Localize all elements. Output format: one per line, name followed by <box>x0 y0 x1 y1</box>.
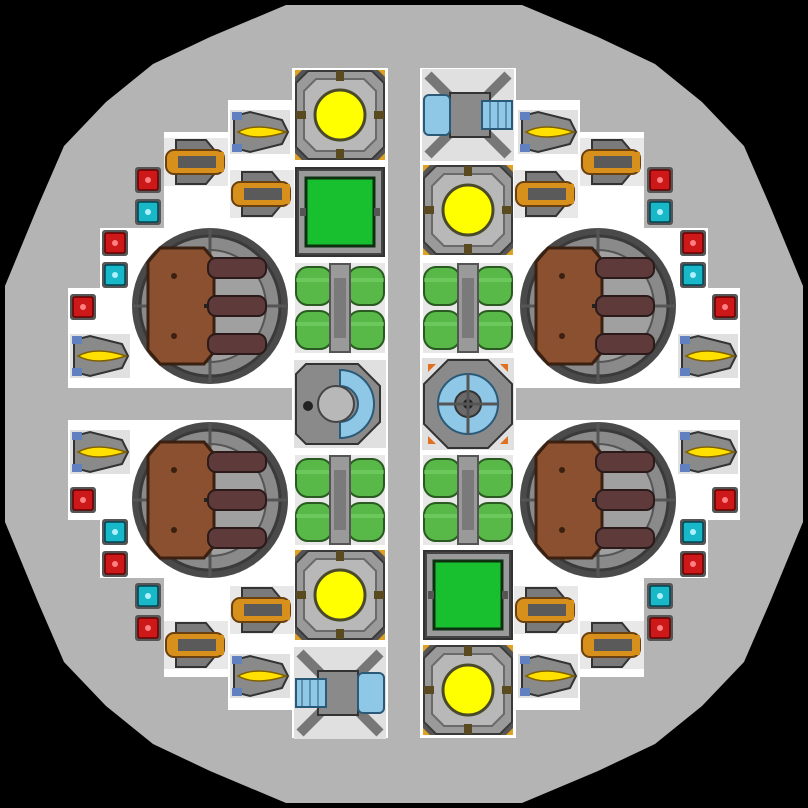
reactor-icon[interactable] <box>421 643 515 737</box>
thruster-icon[interactable] <box>229 585 295 635</box>
cyan-module-icon[interactable] <box>134 582 162 610</box>
reactor-icon[interactable] <box>293 548 387 642</box>
shield-generator-icon[interactable] <box>294 360 386 448</box>
engine-icon[interactable] <box>422 69 514 161</box>
cyan-module-icon[interactable] <box>646 198 674 226</box>
hull-divider <box>397 60 411 750</box>
red-module-icon[interactable] <box>711 293 739 321</box>
laser-icon[interactable] <box>517 653 579 699</box>
engine-icon[interactable] <box>294 647 386 739</box>
red-module-icon[interactable] <box>646 166 674 194</box>
deck-gap-left <box>68 388 292 420</box>
laser-icon[interactable] <box>677 333 739 379</box>
laser-icon[interactable] <box>517 109 579 155</box>
reactor-icon[interactable] <box>293 68 387 162</box>
cyan-module-icon[interactable] <box>134 198 162 226</box>
thruster-icon[interactable] <box>513 585 579 635</box>
red-module-icon[interactable] <box>101 229 129 257</box>
thruster-icon[interactable] <box>229 169 295 219</box>
green-block-icon[interactable] <box>293 165 387 259</box>
red-module-icon[interactable] <box>101 550 129 578</box>
fuel-tank-icon[interactable] <box>422 262 514 354</box>
laser-icon[interactable] <box>229 109 291 155</box>
red-module-icon[interactable] <box>646 614 674 642</box>
turret-icon[interactable] <box>130 420 290 580</box>
red-module-icon[interactable] <box>134 614 162 642</box>
fuel-tank-icon[interactable] <box>294 454 386 546</box>
laser-icon[interactable] <box>677 429 739 475</box>
thruster-icon[interactable] <box>163 137 229 187</box>
cyan-module-icon[interactable] <box>679 518 707 546</box>
red-module-icon[interactable] <box>711 486 739 514</box>
red-module-icon[interactable] <box>679 550 707 578</box>
red-module-icon[interactable] <box>69 293 97 321</box>
reactor-icon[interactable] <box>421 163 515 257</box>
cyan-module-icon[interactable] <box>646 582 674 610</box>
laser-icon[interactable] <box>69 333 131 379</box>
thruster-icon[interactable] <box>513 169 579 219</box>
thruster-icon[interactable] <box>163 620 229 670</box>
thruster-icon[interactable] <box>579 137 645 187</box>
cyan-module-icon[interactable] <box>679 261 707 289</box>
cyan-module-icon[interactable] <box>101 261 129 289</box>
fuel-tank-icon[interactable] <box>294 262 386 354</box>
turret-icon[interactable] <box>518 226 678 386</box>
green-block-icon[interactable] <box>421 548 515 642</box>
cyan-module-icon[interactable] <box>101 518 129 546</box>
red-module-icon[interactable] <box>69 486 97 514</box>
laser-icon[interactable] <box>69 429 131 475</box>
red-module-icon[interactable] <box>134 166 162 194</box>
red-module-icon[interactable] <box>679 229 707 257</box>
fuel-tank-icon[interactable] <box>422 454 514 546</box>
deck-gap-right <box>516 388 740 420</box>
thruster-icon[interactable] <box>579 620 645 670</box>
turret-icon[interactable] <box>518 420 678 580</box>
turret-icon[interactable] <box>130 226 290 386</box>
laser-icon[interactable] <box>229 653 291 699</box>
ship-core-icon[interactable] <box>422 358 514 450</box>
